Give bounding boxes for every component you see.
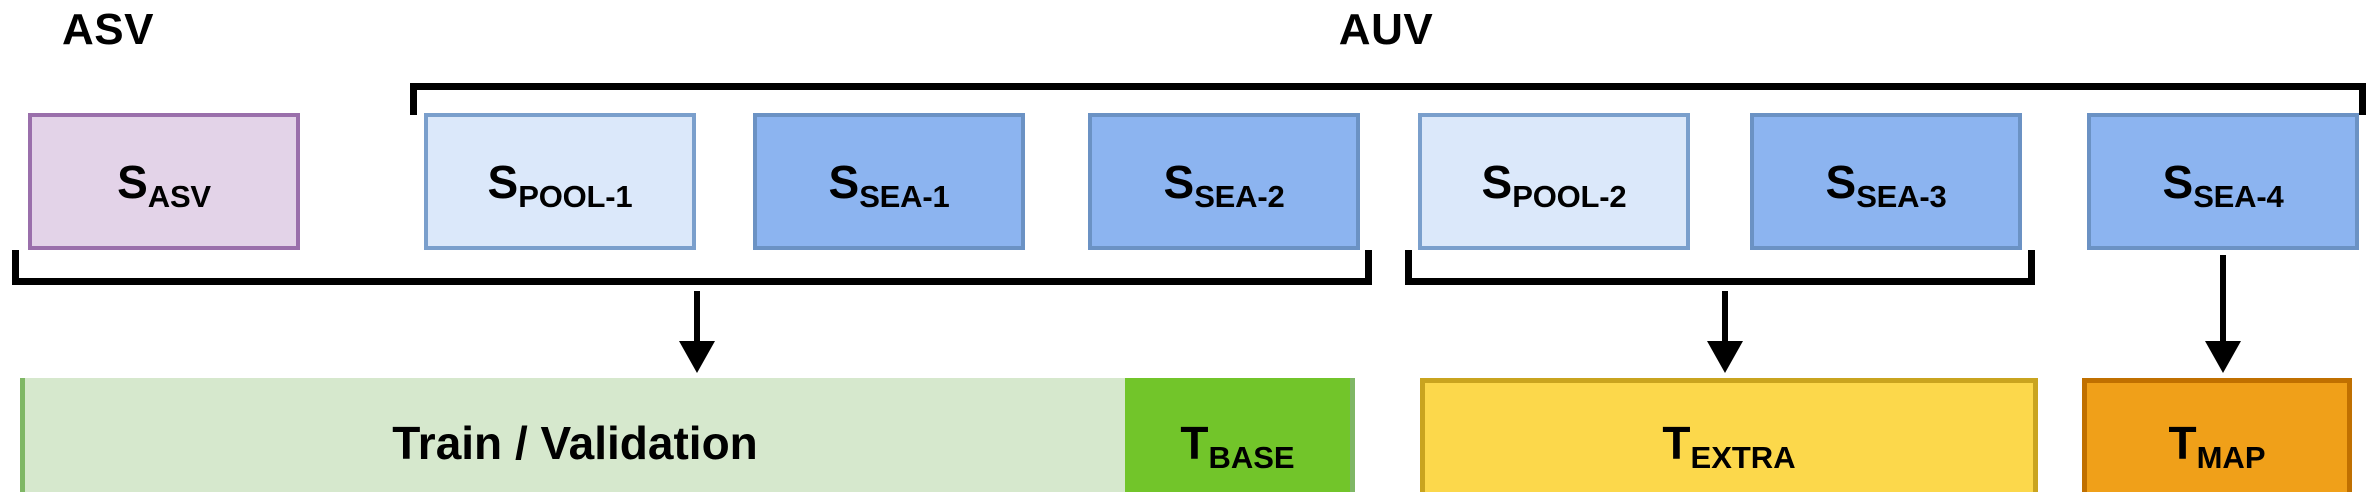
- bracket-extra-sources-left-tick: [1405, 250, 1412, 285]
- group-label-asv: ASV: [62, 5, 154, 54]
- arrow-to-train-validation-head: [679, 341, 715, 373]
- bracket-train-sources-horizontal: [12, 278, 1372, 285]
- bracket-train-sources-left-tick: [12, 250, 19, 285]
- bracket-auv-top-left-tick: [410, 83, 417, 115]
- bracket-extra-sources-horizontal: [1405, 278, 2035, 285]
- bracket-auv-top-right-tick: [2359, 83, 2366, 115]
- arrow-to-extra-head: [1707, 341, 1743, 373]
- group-label-auv: AUV: [1338, 5, 1434, 54]
- target-box-train-validation[interactable]: Train / Validation: [25, 378, 1125, 492]
- arrow-to-map-shaft: [2220, 255, 2226, 347]
- arrow-to-extra-shaft: [1722, 291, 1728, 347]
- arrow-to-train-validation-shaft: [694, 291, 700, 347]
- bracket-extra-sources-right-tick: [2028, 250, 2035, 285]
- bracket-train-sources-right-tick: [1365, 250, 1372, 285]
- target-box-train-validation-label: Train / Validation: [392, 417, 758, 469]
- arrow-to-map-head: [2205, 341, 2241, 373]
- bracket-auv-top-horizontal: [410, 83, 2366, 90]
